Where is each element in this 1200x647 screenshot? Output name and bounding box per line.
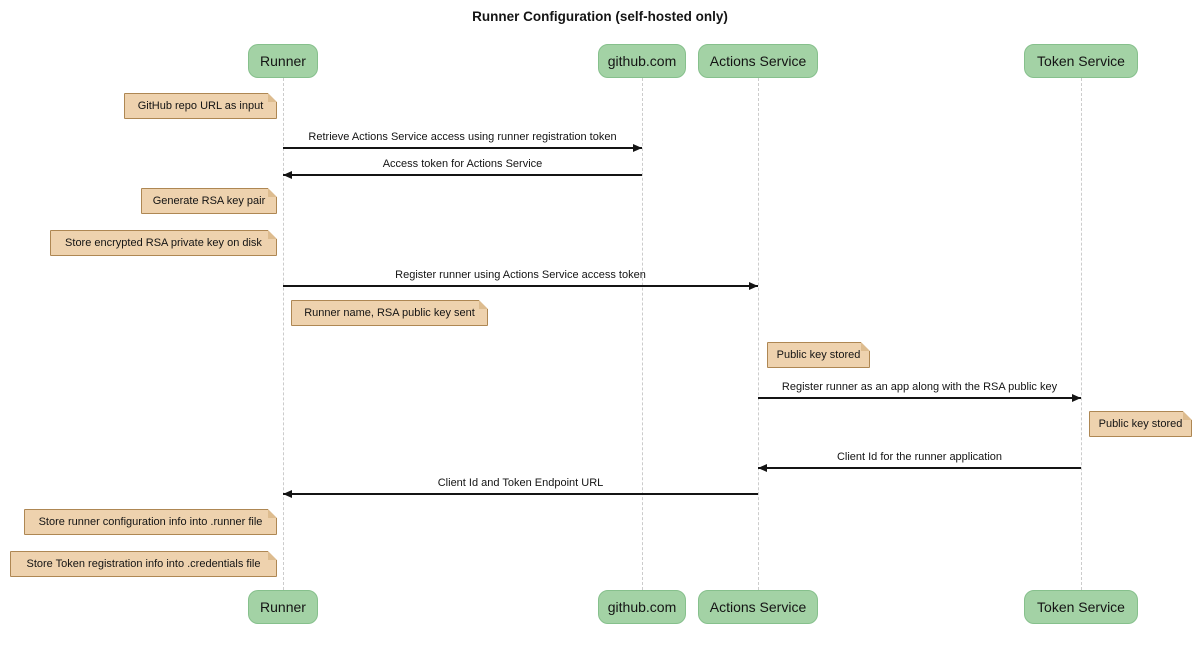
note: GitHub repo URL as input xyxy=(124,93,277,119)
diagram-title: Runner Configuration (self-hosted only) xyxy=(472,9,728,24)
note: Generate RSA key pair xyxy=(141,188,277,214)
note: Public key stored xyxy=(767,342,870,368)
message-label: Client Id and Token Endpoint URL xyxy=(437,477,604,489)
actor-runner-bottom: Runner xyxy=(248,590,318,624)
arrowhead-icon xyxy=(283,171,292,179)
note: Store encrypted RSA private key on disk xyxy=(50,230,277,256)
actor-github-bottom: github.com xyxy=(598,590,686,624)
message-label: Retrieve Actions Service access using ru… xyxy=(308,131,617,143)
note: Public key stored xyxy=(1089,411,1192,437)
arrowhead-icon xyxy=(1072,394,1081,402)
actor-token-top: Token Service xyxy=(1024,44,1138,78)
message-line xyxy=(758,467,1081,469)
arrowhead-icon xyxy=(749,282,758,290)
lifeline-github xyxy=(641,78,643,590)
message-line xyxy=(758,397,1081,399)
note: Runner name, RSA public key sent xyxy=(291,300,488,326)
arrowhead-icon xyxy=(633,144,642,152)
actor-token-bottom: Token Service xyxy=(1024,590,1138,624)
actor-github-top: github.com xyxy=(598,44,686,78)
message-label: Client Id for the runner application xyxy=(836,451,1003,463)
arrowhead-icon xyxy=(758,464,767,472)
lifeline-runner xyxy=(282,78,284,590)
message-line xyxy=(283,174,642,176)
message-line xyxy=(283,493,758,495)
message-label: Register runner using Actions Service ac… xyxy=(395,269,646,281)
note: Store runner configuration info into .ru… xyxy=(24,509,277,535)
actor-actions-bottom: Actions Service xyxy=(698,590,818,624)
message-label: Register runner as an app along with the… xyxy=(781,381,1058,393)
message-label: Access token for Actions Service xyxy=(382,158,543,170)
actor-actions-top: Actions Service xyxy=(698,44,818,78)
actor-runner-top: Runner xyxy=(248,44,318,78)
note: Store Token registration info into .cred… xyxy=(10,551,277,577)
lifeline-token xyxy=(1080,78,1082,590)
arrowhead-icon xyxy=(283,490,292,498)
message-line xyxy=(283,147,642,149)
lifeline-actions xyxy=(757,78,759,590)
message-line xyxy=(283,285,758,287)
